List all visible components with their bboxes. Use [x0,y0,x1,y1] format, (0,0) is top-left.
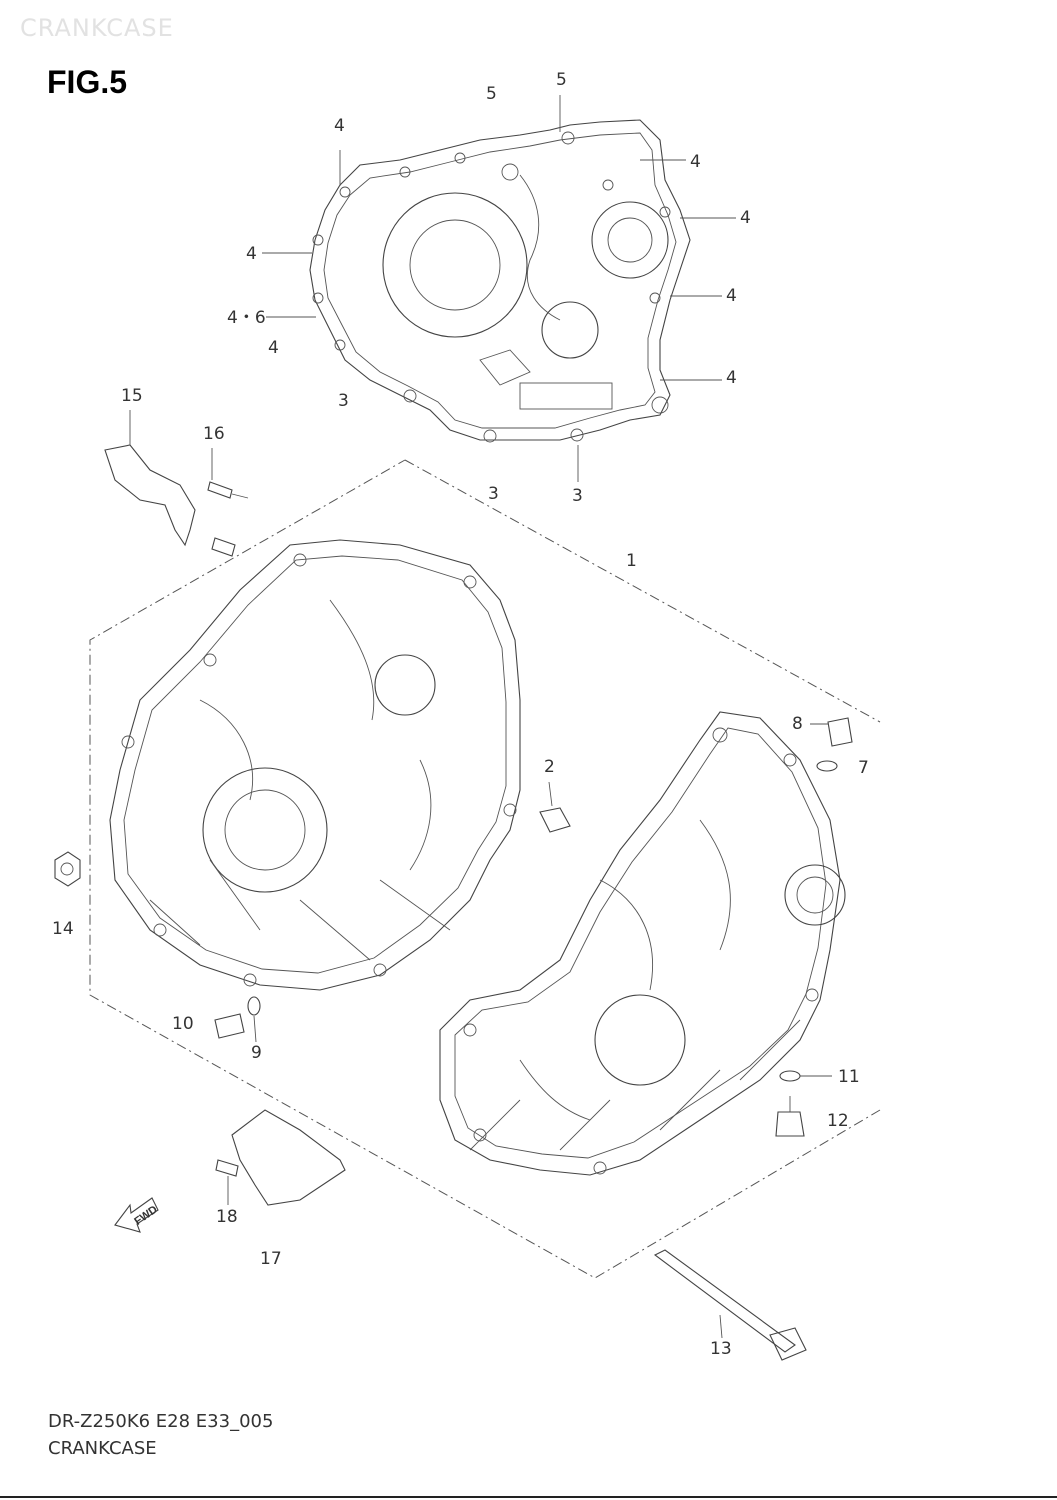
callout-10: 10 [172,1014,194,1034]
gasket-drawing [262,95,736,482]
watermark-text: CRANKCASE [20,14,174,42]
assembly-frame [89,459,881,1279]
callout-4: 4 [334,116,345,136]
callout-3: 3 [572,486,583,506]
callout-2: 2 [544,757,555,777]
diagram-code: DR-Z250K6 E28 E33_005 [48,1411,274,1432]
callout-8: 8 [792,714,803,734]
callout-17: 17 [260,1249,282,1269]
small-parts-drawing [54,410,853,1361]
diagram-name: CRANKCASE [48,1438,157,1459]
callout-3: 3 [488,484,499,504]
callout-11: 11 [838,1067,860,1087]
callout-12: 12 [827,1111,849,1131]
callout-7: 7 [858,758,869,778]
callout-9: 9 [251,1043,262,1063]
callout-16: 16 [203,424,225,444]
callout-14: 14 [52,919,74,939]
callout-4: 4 [726,368,737,388]
right-crankcase-drawing [439,711,846,1176]
callout-13: 13 [710,1339,732,1359]
bottom-rule [0,1496,1057,1498]
fwd-arrow-icon [114,1197,159,1233]
callout-4: 4 [246,244,257,264]
left-crankcase-drawing [109,539,521,991]
callout-4: 4 [726,286,737,306]
callout-4-6: 4・6 [227,308,266,328]
callout-1: 1 [626,551,637,571]
callout-3: 3 [338,391,349,411]
callout-4: 4 [690,152,701,172]
callout-5: 5 [486,84,497,104]
callout-15: 15 [121,386,143,406]
callout-5: 5 [556,70,567,90]
fwd-label: FWD [132,1204,159,1228]
callout-18: 18 [216,1207,238,1227]
fwd-label-svg: FWD [132,1204,159,1228]
callout-4: 4 [740,208,751,228]
figure-title: FIG.5 [47,64,128,100]
callout-4: 4 [268,338,279,358]
